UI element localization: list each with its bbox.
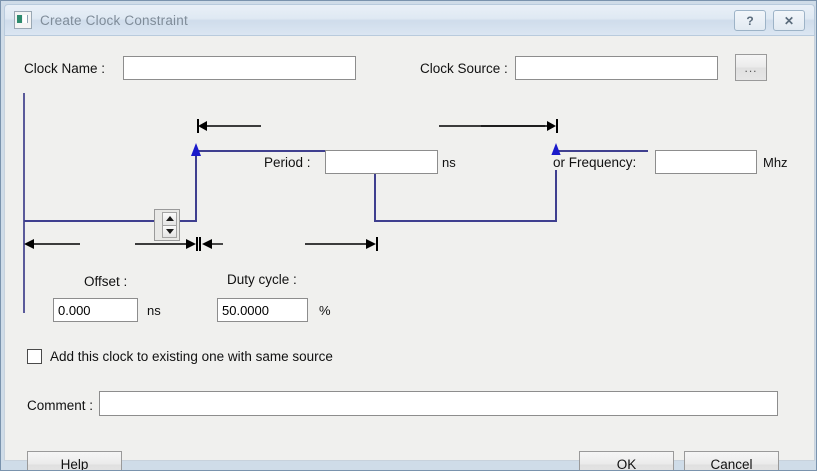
waveform-level-stepper[interactable] [154,209,180,241]
dialog-client-area: Clock Name : Clock Source : ... Period :… [4,36,815,470]
stepper-down-button[interactable] [162,224,177,238]
question-mark-icon: ? [746,13,754,28]
clock-source-browse-button[interactable]: ... [735,54,767,81]
title-bar: Create Clock Constraint ? ✕ [4,4,815,36]
app-icon [14,11,32,29]
duty-cycle-input[interactable] [217,298,308,322]
frequency-label: or Frequency: [551,155,639,170]
close-icon: ✕ [783,13,795,28]
duty-cycle-label: Duty cycle : [223,272,301,287]
period-input[interactable] [325,150,438,174]
period-unit-label: ns [442,155,456,170]
clock-name-input[interactable] [123,56,356,80]
triangle-up-icon [165,216,174,222]
offset-unit-label: ns [147,303,161,318]
stepper-up-button[interactable] [162,212,177,225]
add-clock-checkbox-row[interactable]: Add this clock to existing one with same… [27,349,333,364]
help-button[interactable]: Help [27,451,122,470]
add-clock-checkbox[interactable] [27,349,42,364]
frequency-unit-label: Mhz [763,155,788,170]
triangle-down-icon [165,228,174,234]
ok-button[interactable]: OK [579,451,674,470]
comment-label: Comment : [27,398,94,413]
duty-cycle-unit-label: % [319,303,331,318]
titlebar-close-button[interactable]: ✕ [773,10,805,31]
add-clock-checkbox-label: Add this clock to existing one with same… [50,349,333,364]
clock-name-label: Clock Name : [24,61,106,76]
period-label: Period : [261,155,314,170]
comment-input[interactable] [99,391,778,416]
clock-source-input[interactable] [515,56,718,80]
cancel-button[interactable]: Cancel [684,451,779,470]
offset-input[interactable] [53,298,138,322]
frequency-input[interactable] [655,150,757,174]
titlebar-help-button[interactable]: ? [734,10,766,31]
clock-source-label: Clock Source : [420,61,508,76]
window-title: Create Clock Constraint [40,12,188,28]
offset-label: Offset : [80,274,132,289]
